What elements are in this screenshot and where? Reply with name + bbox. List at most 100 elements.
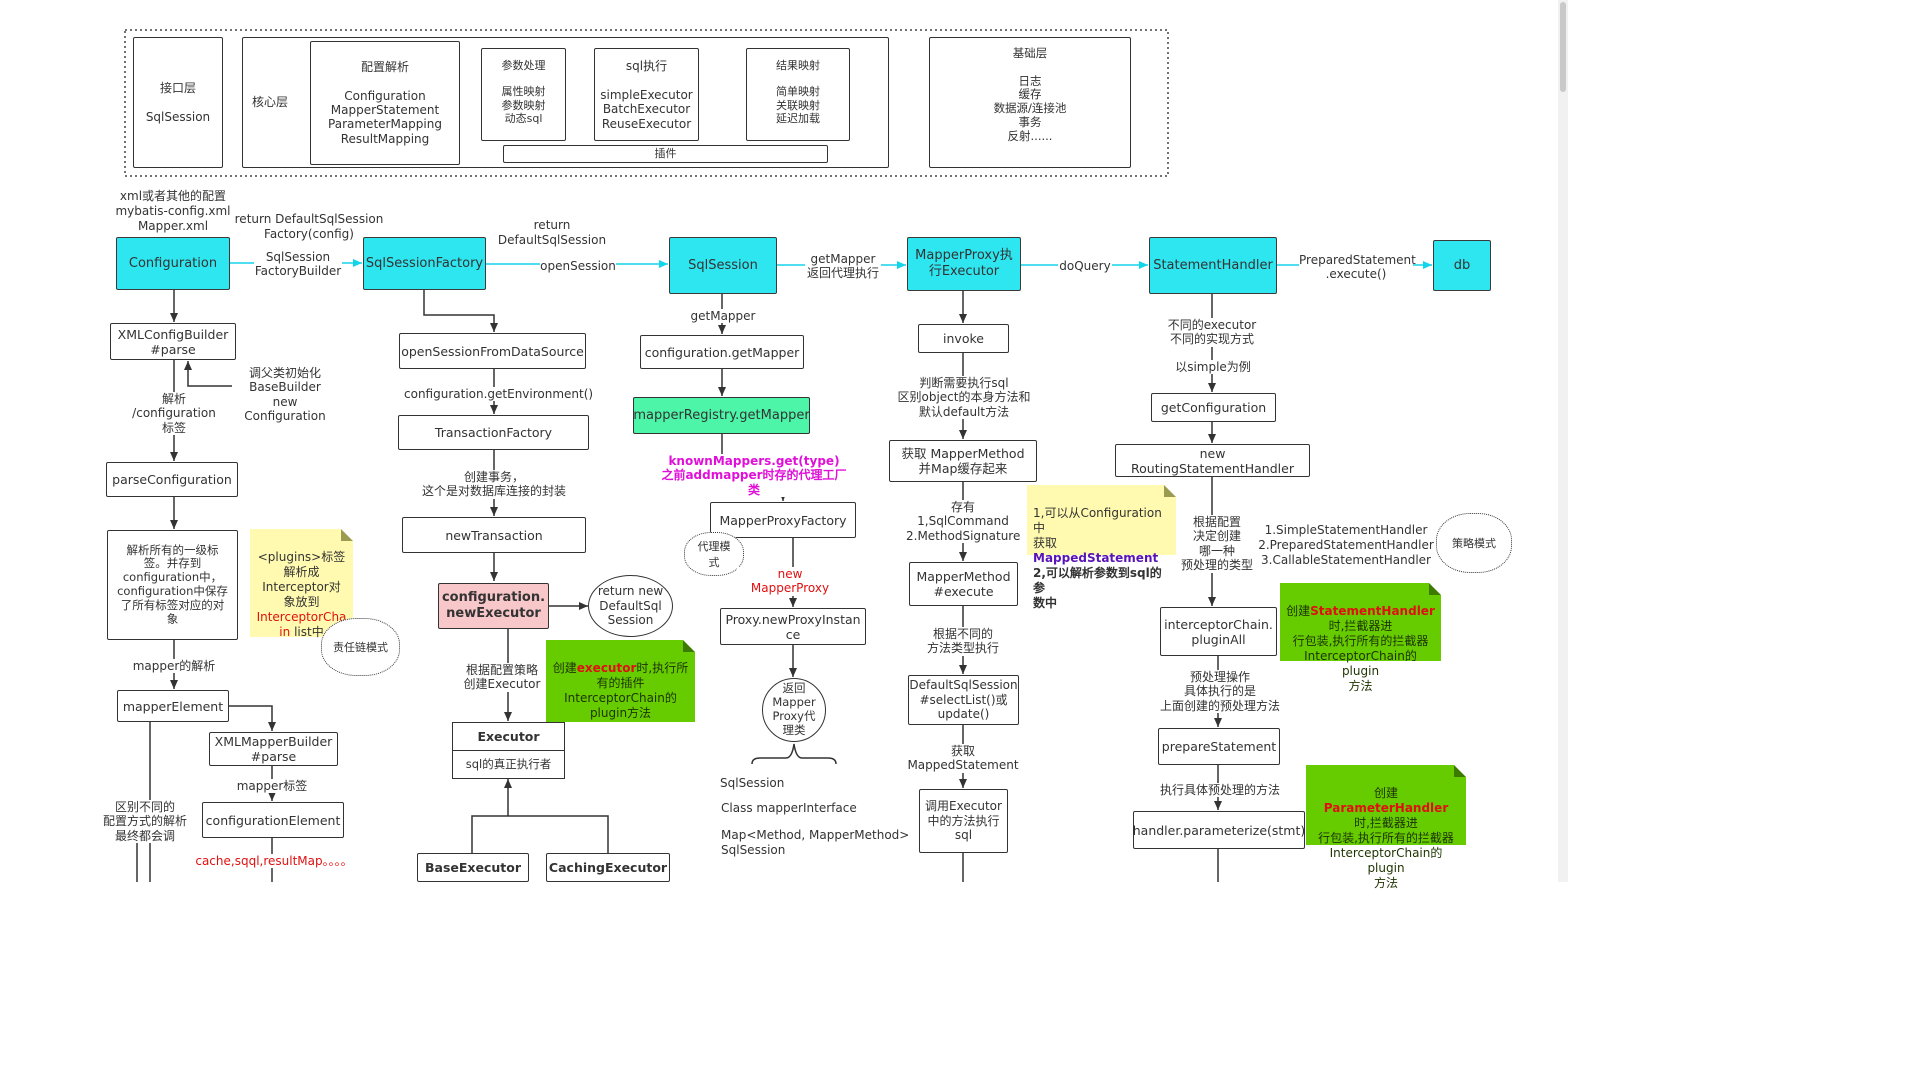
sh-note-text: 创建 bbox=[1286, 604, 1311, 618]
get-mapped-statement-label: 获取 MappedStatement bbox=[907, 744, 1019, 773]
get-environment-label: configuration.getEnvironment() bbox=[404, 387, 594, 402]
parent-init-label: 调父类初始化 BaseBuilder new Configuration bbox=[232, 366, 338, 424]
vertical-scrollbar[interactable] bbox=[1558, 0, 1568, 882]
configuration-get-mapper-node: configuration.getMapper bbox=[640, 335, 804, 369]
known-mappers-label: knownMappers.get(type) 之前addmapper时存的代理工… bbox=[660, 454, 848, 498]
cache-sql-label: cache,sqql,resultMap。。。。 bbox=[190, 854, 358, 869]
mapper-proxy-factory-node: MapperProxyFactory bbox=[710, 502, 856, 538]
mapper-tag-label: mapper标签 bbox=[236, 779, 308, 794]
pre-operation-label: 预处理操作 具体执行的是 上面创建的预处理方法 bbox=[1158, 670, 1282, 714]
mapper-method-note: 1,可以从Configuration中 获取MappedStatement 2,… bbox=[1027, 485, 1176, 609]
transaction-factory-node: TransactionFactory bbox=[398, 415, 589, 450]
return-new-session-circle: return new DefaultSql Session bbox=[588, 575, 673, 637]
new-routing-handler-node: new RoutingStatementHandler bbox=[1115, 444, 1310, 477]
param-process-box: 参数处理 属性映射 参数映射 动态sql bbox=[481, 48, 566, 141]
strategy-pattern-cloud: 策略模式 bbox=[1436, 513, 1512, 573]
executor-note-text: 创建 bbox=[552, 661, 577, 675]
store-label: 存有1,SqlCommand 2.MethodSignature bbox=[906, 500, 1021, 544]
chain-pattern-cloud: 责任链模式 bbox=[321, 618, 400, 676]
parse-all-node: 解析所有的一级标 签。并存到 configuration中， configura… bbox=[107, 530, 238, 640]
mm-note-highlight: MappedStatement bbox=[1033, 551, 1159, 565]
get-mapper-method-node: 获取 MapperMethod 并Map缓存起来 bbox=[889, 440, 1037, 482]
return-factory-label: return DefaultSqlSession Factory(config) bbox=[234, 212, 384, 241]
ph-note-tail: 时,拦截器进 行包装,执行所有的拦截器 InterceptorChain的plu… bbox=[1318, 816, 1454, 890]
sqlsession-factory-node: SqlSessionFactory bbox=[363, 237, 486, 290]
configuration-element-node: configurationElement bbox=[202, 802, 344, 838]
mapper-parse-label: mapper的解析 bbox=[130, 659, 218, 674]
diff-executor-label: 不同的executor 不同的实现方式 bbox=[1165, 318, 1259, 347]
handlers-list-label: 1.SimpleStatementHandler 2.PreparedState… bbox=[1258, 523, 1434, 567]
base-executor-node: BaseExecutor bbox=[417, 853, 529, 882]
plugins-note-text: <plugins>标签 解析成 Interceptor对 象放到 bbox=[257, 550, 346, 609]
statement-handler-note: 创建StatementHandler 时,拦截器进 行包装,执行所有的拦截器 I… bbox=[1280, 583, 1441, 692]
diff-config-label: 区别不同的 配置方式的解析 最终都会调 bbox=[100, 800, 190, 844]
parameterize-node: handler.parameterize(stmt) bbox=[1133, 811, 1305, 849]
get-mapper-label: getMapper bbox=[688, 309, 758, 324]
mapper-proxy-node: MapperProxy执 行Executor bbox=[907, 237, 1021, 291]
call-executor-node: 调用Executor 中的方法执行 sql bbox=[919, 789, 1008, 853]
result-map-box: 结果映射 简单映射 关联映射 延迟加载 bbox=[746, 48, 850, 141]
return-default-label: return DefaultSqlSession bbox=[497, 218, 607, 247]
prepared-execute-label: PreparedStatement .execute() bbox=[1299, 253, 1416, 282]
sqlsession-field: SqlSession bbox=[720, 776, 785, 790]
by-config-label: 根据配置 决定创建 哪一种 预处理的类型 bbox=[1178, 515, 1256, 573]
simple-example-label: 以simple为例 bbox=[1172, 360, 1254, 375]
invoke-node: invoke bbox=[918, 324, 1009, 353]
sqlsession-node: SqlSession bbox=[669, 237, 777, 294]
sh-note-tail: 时,拦截器进 行包装,执行所有的拦截器 InterceptorChain的plu… bbox=[1292, 619, 1429, 693]
caching-executor-node: CachingExecutor bbox=[546, 853, 670, 882]
executor-title: Executor bbox=[453, 723, 564, 751]
db-node: db bbox=[1433, 240, 1491, 291]
sh-note-highlight: StatementHandler bbox=[1310, 604, 1435, 618]
default-select-node: DefaultSqlSession #selectList()或 update(… bbox=[908, 675, 1019, 725]
get-configuration-node: getConfiguration bbox=[1151, 393, 1276, 422]
mapper-registry-get-mapper-node: mapperRegistry.getMapper bbox=[633, 397, 810, 434]
executor-note-tail: 时,执行所 有的插件 InterceptorChain的 plugin方法 bbox=[564, 661, 689, 720]
proxy-pattern-cloud: 代理模 式 bbox=[684, 532, 744, 576]
ph-note-text: 创建 bbox=[1373, 786, 1398, 800]
xml-config-builder: XMLConfigBuilder #parse bbox=[110, 323, 236, 360]
new-mapper-proxy-label: new MapperProxy bbox=[737, 567, 843, 596]
class-mapper-interface-field: Class mapperInterface bbox=[721, 801, 857, 815]
statement-handler-node: StatementHandler bbox=[1149, 237, 1277, 294]
scrollbar-thumb[interactable] bbox=[1560, 2, 1566, 92]
base-layer-box: 基础层 日志 缓存 数据源/连接池 事务 反射...... bbox=[929, 37, 1131, 168]
map-method-field: Map<Method, MapperMethod> SqlSession bbox=[721, 828, 910, 857]
return-proxy-circle: 返回 Mapper Proxy代 理类 bbox=[762, 678, 826, 742]
mapper-method-execute-node: MapperMethod #execute bbox=[909, 562, 1018, 606]
new-executor-node: configuration. newExecutor bbox=[438, 583, 549, 629]
plugin-box: 插件 bbox=[503, 145, 828, 163]
factory-builder-label: SqlSession FactoryBuilder bbox=[254, 250, 342, 279]
open-session-label: openSession bbox=[540, 259, 616, 274]
executor-subtitle: sql的真正执行者 bbox=[465, 757, 552, 772]
plugins-note: <plugins>标签 解析成 Interceptor对 象放到 Interce… bbox=[250, 529, 353, 639]
parse-configuration-node: parseConfiguration bbox=[106, 462, 238, 497]
create-transaction-label: 创建事务， 这个是对数据库连接的封装 bbox=[418, 470, 570, 499]
mm-note-text: 1,可以从Configuration中 获取 bbox=[1033, 506, 1162, 550]
xml-mapper-builder: XMLMapperBuilder #parse bbox=[209, 732, 338, 766]
plugin-all-node: interceptorChain. pluginAll bbox=[1160, 607, 1277, 656]
mm-note-tail: 2,可以解析参数到sql的参 数中 bbox=[1033, 566, 1162, 610]
open-session-from-ds-node: openSessionFromDataSource bbox=[399, 333, 586, 369]
strategy-create-label: 根据配置策略 创建Executor bbox=[460, 663, 544, 692]
new-proxy-instance-node: Proxy.newProxyInstan ce bbox=[720, 608, 866, 645]
ph-note-highlight: ParameterHandler bbox=[1323, 801, 1449, 815]
prepare-statement-node: prepareStatement bbox=[1158, 728, 1280, 765]
plugins-note-highlight: InterceptorCha in bbox=[256, 610, 347, 639]
exec-pre-label: 执行具体预处理的方法 bbox=[1158, 783, 1282, 798]
mapper-element-node: mapperElement bbox=[117, 690, 229, 722]
get-mapper-return-label: getMapper 返回代理执行 bbox=[805, 252, 881, 281]
configuration-node: Configuration bbox=[116, 237, 230, 290]
sql-exec-box: sql执行 simpleExecutor BatchExecutor Reuse… bbox=[594, 48, 699, 141]
executor-plugin-note: 创建executor时,执行所 有的插件 InterceptorChain的 p… bbox=[546, 640, 695, 722]
executor-node: Executor sql的真正执行者 bbox=[452, 722, 565, 779]
xml-config-label: xml或者其他的配置 mybatis-config.xml Mapper.xml bbox=[115, 189, 231, 233]
interface-layer-box: 接口层 SqlSession bbox=[133, 37, 223, 168]
new-transaction-node: newTransaction bbox=[402, 517, 586, 553]
parse-configuration-tag-label: 解析 /configuration 标签 bbox=[128, 392, 220, 436]
do-query-label: doQuery bbox=[1058, 259, 1112, 274]
config-parse-box: 配置解析 Configuration MapperStatement Param… bbox=[310, 41, 460, 165]
judge-label: 判断需要执行sql 区别object的本身方法和 默认default方法 bbox=[895, 376, 1033, 420]
plugins-note-tail: list中 bbox=[290, 625, 324, 639]
core-layer-label: 核心层 bbox=[252, 95, 289, 110]
